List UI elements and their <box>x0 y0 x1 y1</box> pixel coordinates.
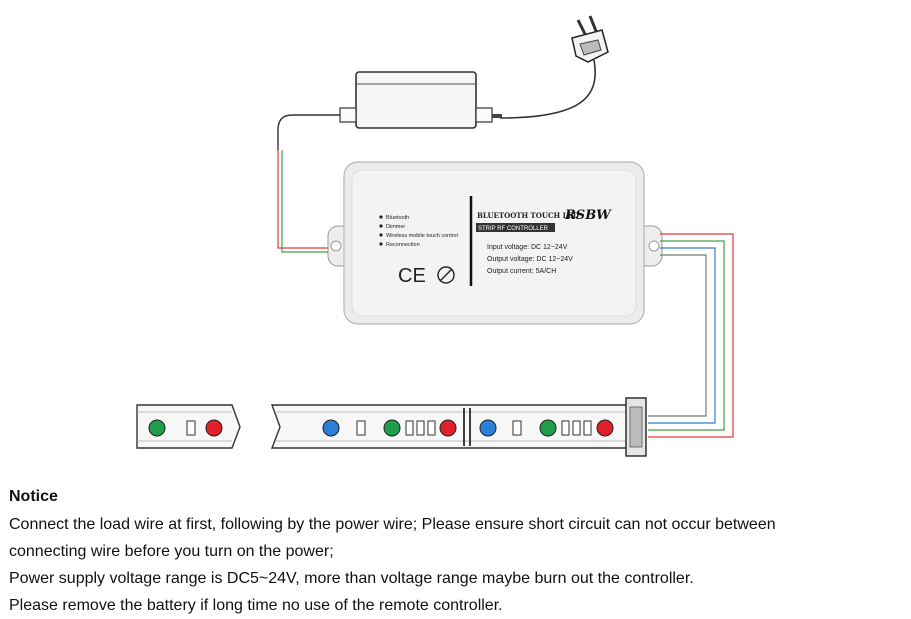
wiring-diagram: Bluetooth Dimmer Wireless mobile touch c… <box>136 15 734 457</box>
notice-line: Power supply voltage range is DC5~24V, m… <box>9 570 694 587</box>
feature-item: Reconnection <box>386 242 420 248</box>
led-strip-segment-main <box>270 404 635 449</box>
led-chip-blue <box>322 419 340 437</box>
ac-plug-icon <box>571 15 609 63</box>
feature-item: Bluetooth <box>386 215 409 221</box>
recycle-mark-icon <box>437 266 455 284</box>
controller-box <box>327 161 663 325</box>
model-sub-band <box>476 223 555 232</box>
controller-brand: RSBW <box>564 208 612 223</box>
led-chip-green <box>539 419 557 437</box>
controller-model-line: BLUETOOTH TOUCH LED <box>477 211 579 220</box>
led-strip-segment-left <box>136 404 241 449</box>
spec-output-voltage: Output voltage: DC 12~24V <box>487 256 573 263</box>
resistor <box>561 420 570 436</box>
resistor <box>356 420 366 436</box>
notice-line: connecting wire before you turn on the p… <box>9 543 334 560</box>
power-adapter <box>339 71 502 129</box>
notice-section: Notice Connect the load wire at first, f… <box>9 486 904 619</box>
spec-input-voltage: Input voltage: DC 12~24V <box>487 244 568 251</box>
output-wires <box>648 233 734 438</box>
resistor <box>427 420 436 436</box>
led-chip-blue <box>479 419 497 437</box>
power-lead-green <box>281 150 345 253</box>
resistor <box>512 420 522 436</box>
resistor <box>416 420 425 436</box>
resistor <box>572 420 581 436</box>
resistor <box>405 420 414 436</box>
led-chip-red <box>205 419 223 437</box>
adapter-cable <box>277 114 340 150</box>
ce-mark: CE <box>398 265 426 287</box>
controller-feature-list: Bluetooth Dimmer Wireless mobile touch c… <box>379 215 458 248</box>
led-chip-green <box>383 419 401 437</box>
strip-connector <box>625 397 647 457</box>
resistor <box>583 420 592 436</box>
led-chip-green <box>148 419 166 437</box>
resistor <box>186 420 196 436</box>
spec-output-current: Output current: 5A/CH <box>487 268 556 275</box>
plug-cable <box>499 59 596 119</box>
feature-item: Wireless mobile touch control <box>386 233 458 239</box>
led-chip-red <box>596 419 614 437</box>
led-chip-red <box>439 419 457 437</box>
notice-line: Please remove the battery if long time n… <box>9 597 503 614</box>
notice-title: Notice <box>9 488 58 505</box>
power-lead-red <box>277 150 345 249</box>
feature-item: Dimmer <box>386 224 405 230</box>
controller-model-sub: STRIP RF CONTROLLER <box>478 226 549 232</box>
notice-line: Connect the load wire at first, followin… <box>9 516 776 533</box>
